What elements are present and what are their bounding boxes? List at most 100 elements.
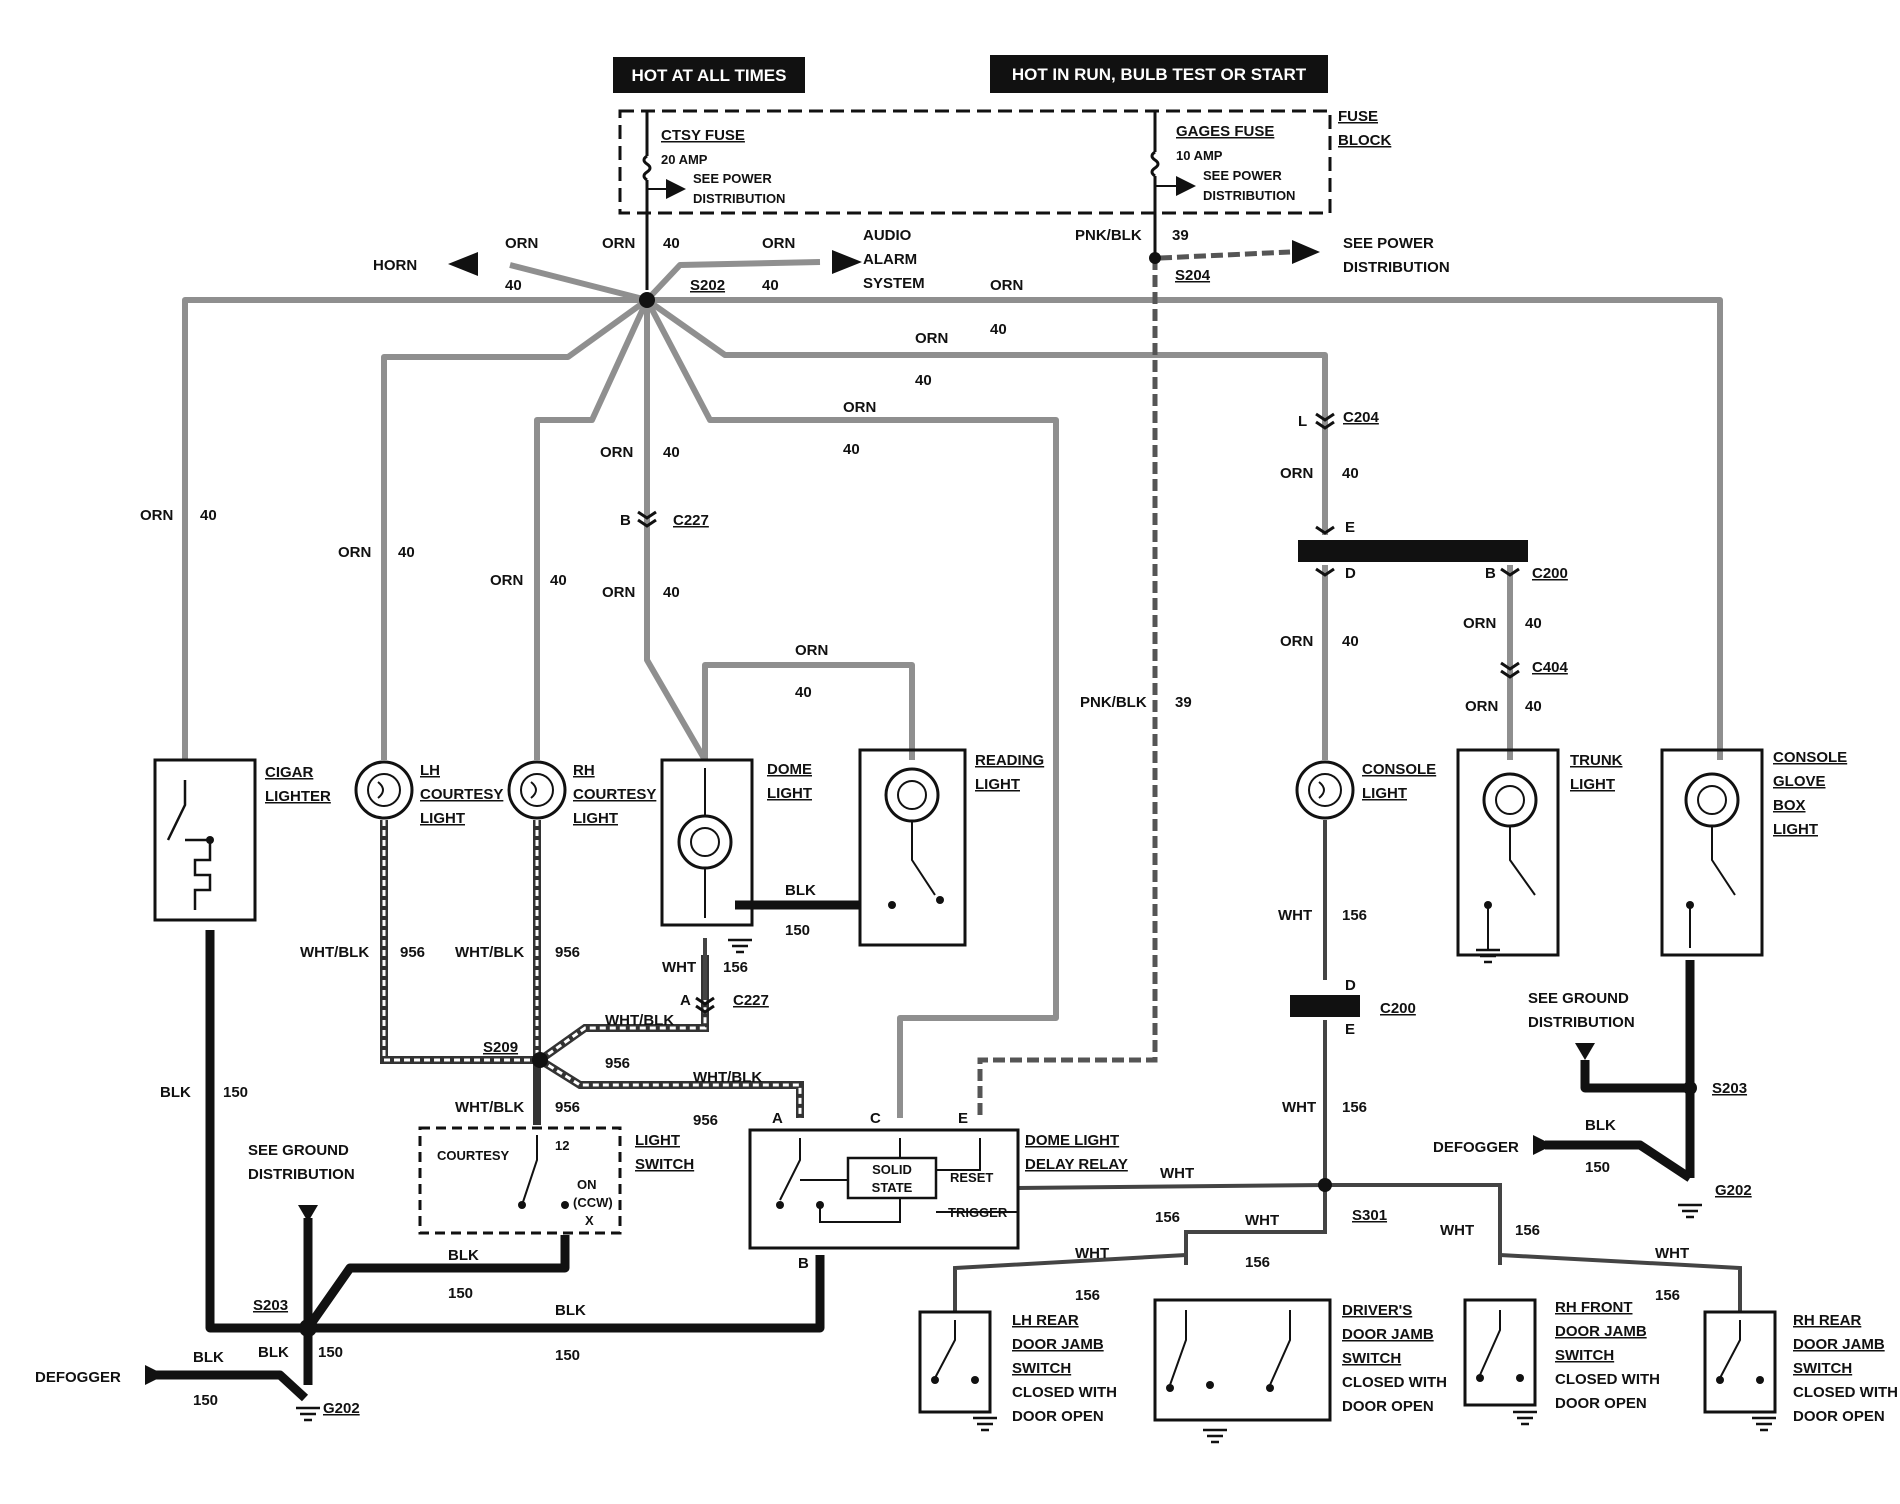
svg-text:WHT/BLK: WHT/BLK [455,1099,524,1116]
connector-c227-top [637,510,657,528]
light-switch-pin-12: 12 [555,1138,569,1153]
light-switch-x: X [585,1213,594,1228]
lh-rear-door-jamb-switch [918,1310,992,1414]
svg-text:ORN: ORN [490,572,523,589]
c227-pin-b: B [620,512,631,529]
svg-text:WHT: WHT [1440,1222,1474,1239]
c200-label-top: C200 [1532,565,1568,582]
c200-pin-b: B [1485,565,1496,582]
svg-text:ORN: ORN [762,235,795,252]
svg-text:ORN: ORN [338,544,371,561]
svg-text:ORN: ORN [1465,698,1498,715]
g202-label-left: G202 [323,1400,360,1417]
svg-text:BLK: BLK [160,1084,191,1101]
see-ground-arrow-left [298,1205,318,1222]
c200-pin-d-top: D [1345,565,1356,582]
splice-s301 [1318,1178,1332,1192]
svg-text:40: 40 [505,277,522,294]
svg-text:ORN: ORN [1463,615,1496,632]
lh-rear-label-2: DOOR JAMB [1012,1336,1104,1353]
light-switch-label-1: LIGHT [635,1132,680,1149]
drivers-label-1: DRIVER'S [1342,1302,1412,1319]
svg-text:40: 40 [843,441,860,458]
rh-rear-label-5: DOOR OPEN [1793,1408,1885,1425]
connector-c200-bar [1298,540,1528,562]
svg-text:956: 956 [605,1055,630,1072]
s203-label-right: S203 [1712,1080,1747,1097]
svg-text:150: 150 [448,1285,473,1302]
svg-text:ORN: ORN [600,444,633,461]
c404-label: C404 [1532,659,1569,676]
c200-pin-d-bottom: D [1345,977,1356,994]
light-switch-on: ON [577,1177,597,1192]
svg-text:BLK: BLK [555,1302,586,1319]
svg-text:ORN: ORN [140,507,173,524]
glove-box-label-4: LIGHT [1773,821,1818,838]
rh-front-label-5: DOOR OPEN [1555,1395,1647,1412]
svg-text:ORN: ORN [915,330,948,347]
svg-text:956: 956 [555,1099,580,1116]
connector-c404 [1500,661,1520,679]
svg-text:156: 156 [1342,1099,1367,1116]
see-ground-label-right-2: DISTRIBUTION [1528,1014,1635,1031]
svg-text:PNK/BLK: PNK/BLK [1080,694,1147,711]
svg-text:156: 156 [723,959,748,976]
svg-text:WHT: WHT [1278,907,1312,924]
c227-label-bottom: C227 [733,992,769,1009]
rh-courtesy-label-3: LIGHT [573,810,618,827]
see-ground-label-left-1: SEE GROUND [248,1142,349,1159]
rh-courtesy-label-2: COURTESY [573,786,656,803]
reading-light-label-1: READING [975,752,1044,769]
svg-text:150: 150 [318,1344,343,1361]
defogger-arrow-left [145,1365,165,1385]
audio-alarm-label-2: ALARM [863,251,917,268]
svg-text:FUSE: FUSE [1338,108,1378,125]
dome-light [660,758,754,927]
hot-at-all-times-header: HOT AT ALL TIMES [613,57,805,93]
svg-text:BLK: BLK [193,1349,224,1366]
svg-text:CTSY FUSE: CTSY FUSE [661,127,745,144]
console-light-label-2: LIGHT [1362,785,1407,802]
splice-s203-left [299,1319,317,1337]
rh-rear-label-4: CLOSED WITH [1793,1384,1898,1401]
c200-pin-e-bottom: E [1345,1021,1355,1038]
trunk-light-label-1: TRUNK [1570,752,1623,769]
svg-text:156: 156 [1075,1287,1100,1304]
rh-rear-label-3: SWITCH [1793,1360,1852,1377]
connector-c227-bottom [695,996,715,1014]
svg-text:BLK: BLK [1585,1117,1616,1134]
rh-courtesy-light [507,760,567,820]
solid-state-2: STATE [872,1180,913,1195]
see-ground-label-left-2: DISTRIBUTION [248,1166,355,1183]
see-ground-label-right-1: SEE GROUND [1528,990,1629,1007]
svg-text:956: 956 [400,944,425,961]
svg-text:WHT/BLK: WHT/BLK [693,1069,762,1086]
dome-light-label-2: LIGHT [767,785,812,802]
svg-text:150: 150 [223,1084,248,1101]
svg-text:40: 40 [1342,633,1359,650]
see-ground-arrow-right [1575,1043,1595,1060]
svg-text:WHT/BLK: WHT/BLK [455,944,524,961]
light-switch-ccw: (CCW) [573,1195,613,1210]
console-light [1295,760,1355,820]
c227-label-top: C227 [673,512,709,529]
svg-text:ORN: ORN [1280,633,1313,650]
drivers-label-4: CLOSED WITH [1342,1374,1447,1391]
c200-label-bottom: C200 [1380,1000,1416,1017]
glove-box-label-2: GLOVE [1773,773,1826,790]
svg-text:WHT: WHT [662,959,696,976]
audio-alarm-label-3: SYSTEM [863,275,925,292]
cigar-lighter [153,758,257,922]
svg-text:SEE POWER: SEE POWER [693,171,772,186]
drivers-label-3: SWITCH [1342,1350,1401,1367]
relay-trigger: TRIGGER [948,1205,1008,1220]
svg-text:20 AMP: 20 AMP [661,152,708,167]
svg-text:WHT: WHT [1282,1099,1316,1116]
connector-c204 [1315,412,1335,430]
svg-text:40: 40 [990,321,1007,338]
svg-text:156: 156 [1342,907,1367,924]
svg-text:WHT: WHT [1245,1212,1279,1229]
relay-pin-b: B [798,1255,809,1272]
relay-label-2: DELAY RELAY [1025,1156,1128,1173]
rh-rear-door-jamb-switch [1703,1310,1777,1414]
